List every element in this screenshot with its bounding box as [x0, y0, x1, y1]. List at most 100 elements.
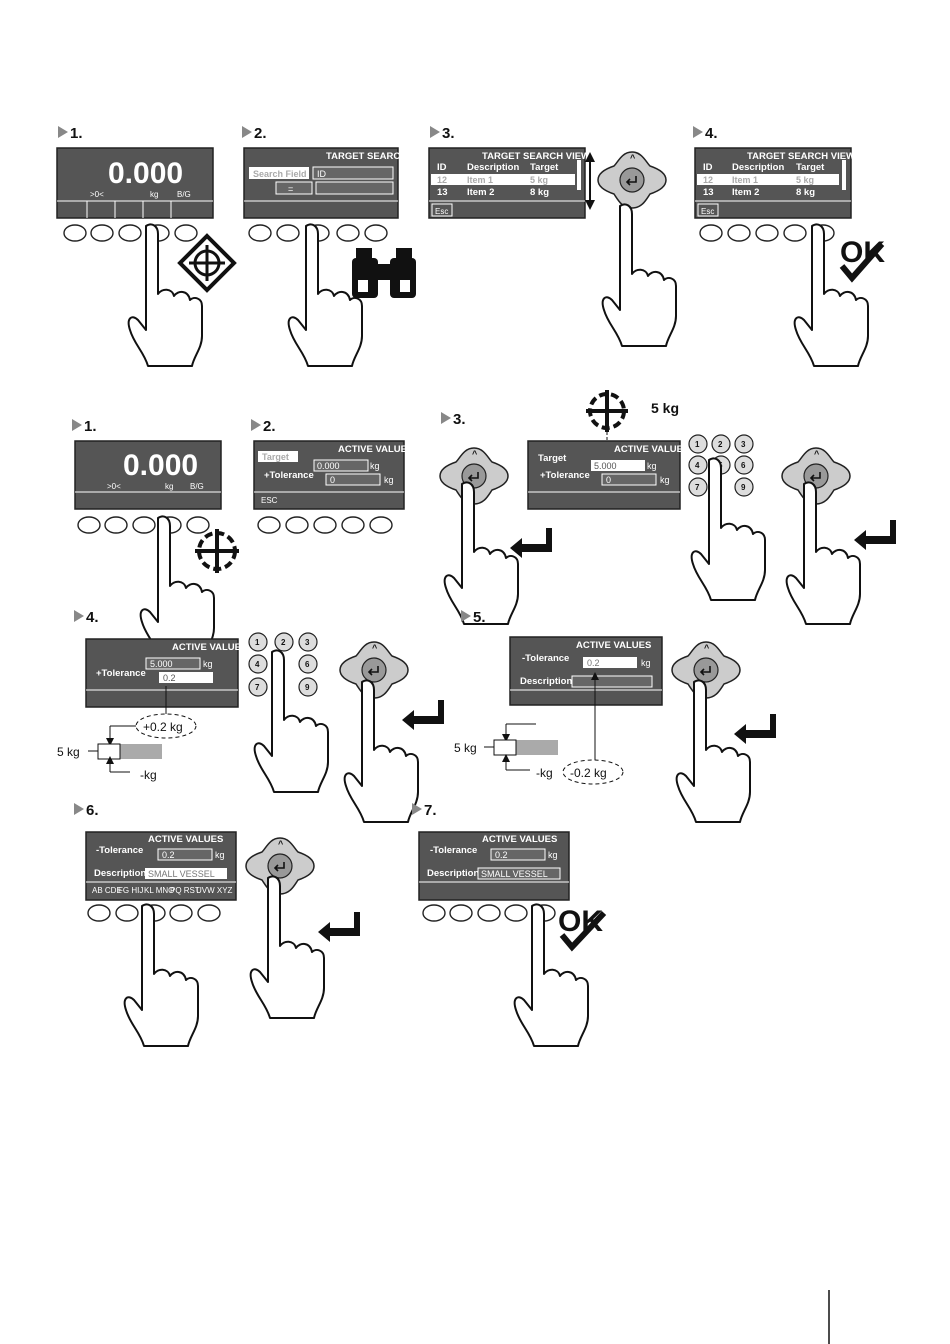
pointing-hand-icon	[343, 679, 419, 823]
minus-tolerance-label: -Tolerance	[96, 845, 143, 856]
minus-kg-label: -kg	[536, 766, 553, 780]
minus-tolerance-field[interactable]: 0.2	[495, 850, 508, 860]
key-7[interactable]: 7	[695, 483, 700, 492]
key-3[interactable]: 3	[305, 638, 310, 647]
esc-softkey[interactable]: Esc	[435, 207, 448, 216]
header-description: Description	[467, 162, 519, 173]
softkeys[interactable]	[257, 516, 393, 534]
softkeys[interactable]	[87, 904, 221, 922]
row-target[interactable]: 8 kg	[530, 187, 549, 198]
screen-title: ACTIVE VALUES	[172, 642, 247, 653]
minus-tolerance-field[interactable]: 0.2	[162, 850, 175, 860]
operator: =	[288, 184, 293, 194]
screen-title: ACTIVE VALUES	[614, 444, 689, 455]
target-field[interactable]: 5.000	[150, 659, 173, 669]
key-3[interactable]: 3	[741, 440, 746, 449]
minus-kg-label: -kg	[140, 768, 157, 782]
key-6[interactable]: 6	[741, 461, 746, 470]
softkeys[interactable]	[422, 904, 556, 922]
row-id[interactable]: 13	[703, 187, 714, 198]
unit-label: kg	[203, 659, 213, 669]
esc-softkey[interactable]: ESC	[261, 496, 278, 505]
plus-tolerance-annotation: +0.2 kg	[143, 720, 183, 734]
row-id[interactable]: 12	[437, 175, 447, 185]
row-target[interactable]: 8 kg	[796, 187, 815, 198]
pointing-hand-icon	[287, 223, 363, 367]
search-field-value: ID	[317, 169, 327, 179]
row-id[interactable]: 13	[437, 187, 448, 198]
pointing-hand-icon	[249, 875, 325, 1019]
header-id: ID	[703, 162, 713, 173]
softkeys[interactable]	[77, 516, 210, 534]
row-description[interactable]: Item 2	[467, 187, 494, 198]
softkey-uvw[interactable]: UVW XYZ	[196, 886, 233, 895]
softkey-pq[interactable]: PQ RST	[170, 886, 200, 895]
minus-tolerance-field[interactable]: 0.2	[587, 658, 600, 668]
softkeys[interactable]	[248, 224, 388, 242]
target-field[interactable]: 0.000	[317, 461, 340, 471]
weight-value: 0.000	[108, 157, 183, 190]
unit-label: kg	[165, 482, 173, 491]
pointing-hand-icon	[139, 515, 215, 659]
unit-label: kg	[384, 475, 394, 485]
row-description[interactable]: Item 1	[732, 175, 758, 185]
key-2[interactable]: 2	[281, 638, 286, 647]
key-6[interactable]: 6	[305, 660, 310, 669]
target-label: Target	[262, 452, 289, 462]
esc-softkey[interactable]: Esc	[701, 207, 714, 216]
step-label: 4.	[705, 125, 718, 142]
softkeys[interactable]	[63, 224, 198, 242]
description-field[interactable]: SMALL VESSEL	[148, 869, 215, 879]
checkmark-icon	[839, 242, 885, 283]
five-kg-label: 5 kg	[454, 741, 477, 755]
target-field[interactable]: 5.000	[594, 461, 617, 471]
minus-tolerance-annotation: -0.2 kg	[570, 766, 607, 780]
key-7[interactable]: 7	[255, 683, 260, 692]
numeric-keypad[interactable]: 1 2 3 4 6 7 9	[248, 632, 318, 697]
search-field-label: Search Field	[253, 169, 307, 179]
screen-title: ACTIVE VALUES	[338, 444, 413, 455]
softkey-abc[interactable]: AB CDE	[92, 886, 122, 895]
a-step-4: 4. TARGET SEARCH VIEW ID Description Tar…	[693, 125, 885, 367]
plus-tolerance-label: +Tolerance	[264, 470, 314, 481]
softkey-fg[interactable]: FG HIJ	[118, 886, 143, 895]
unit-label: kg	[660, 475, 670, 485]
key-9[interactable]: 9	[305, 683, 310, 692]
b-step-6: 6. ACTIVE VALUES -Tolerance 0.2 kg Descr…	[74, 802, 360, 1047]
enter-arrow-icon	[734, 714, 776, 744]
enter-arrow-icon	[318, 912, 360, 942]
row-target[interactable]: 5 kg	[796, 175, 814, 185]
plus-tolerance-field[interactable]: 0	[606, 475, 611, 485]
key-4[interactable]: 4	[255, 660, 260, 669]
weight-value: 0.000	[123, 449, 198, 482]
target-icon	[177, 233, 237, 293]
row-description[interactable]: Item 1	[467, 175, 493, 185]
key-4[interactable]: 4	[695, 461, 700, 470]
unit-label: kg	[641, 658, 651, 668]
b-step-2: 2. ACTIVE VALUES Target 0.000 kg +Tolera…	[251, 418, 413, 534]
a-step-3: 3. TARGET SEARCH VIEW ID Description Tar…	[428, 125, 677, 347]
plus-tolerance-field[interactable]: 0	[330, 475, 335, 485]
key-1[interactable]: 1	[695, 440, 700, 449]
row-id[interactable]: 12	[703, 175, 713, 185]
target-icon	[195, 529, 239, 573]
target-label: Target	[538, 453, 567, 464]
step-label: 1.	[70, 125, 83, 142]
description-label: Description	[94, 868, 146, 879]
description-field[interactable]: SMALL VESSEL	[481, 869, 548, 879]
navigation-pad[interactable]	[597, 151, 667, 209]
checkmark-icon	[559, 910, 607, 952]
pointing-hand-icon	[127, 223, 203, 367]
softkey-kl[interactable]: KL MNO	[144, 886, 174, 895]
row-target[interactable]: 5 kg	[530, 175, 548, 185]
target-value-annotation: 5 kg	[651, 400, 679, 416]
key-2[interactable]: 2	[718, 440, 723, 449]
plus-tolerance-field[interactable]: 0.2	[163, 673, 176, 683]
key-1[interactable]: 1	[255, 638, 260, 647]
step-label: 4.	[86, 609, 99, 626]
step-label: 6.	[86, 802, 99, 819]
row-description[interactable]: Item 2	[732, 187, 759, 198]
description-label: Description	[520, 676, 572, 687]
pointing-hand-icon	[123, 903, 199, 1047]
key-9[interactable]: 9	[741, 483, 746, 492]
